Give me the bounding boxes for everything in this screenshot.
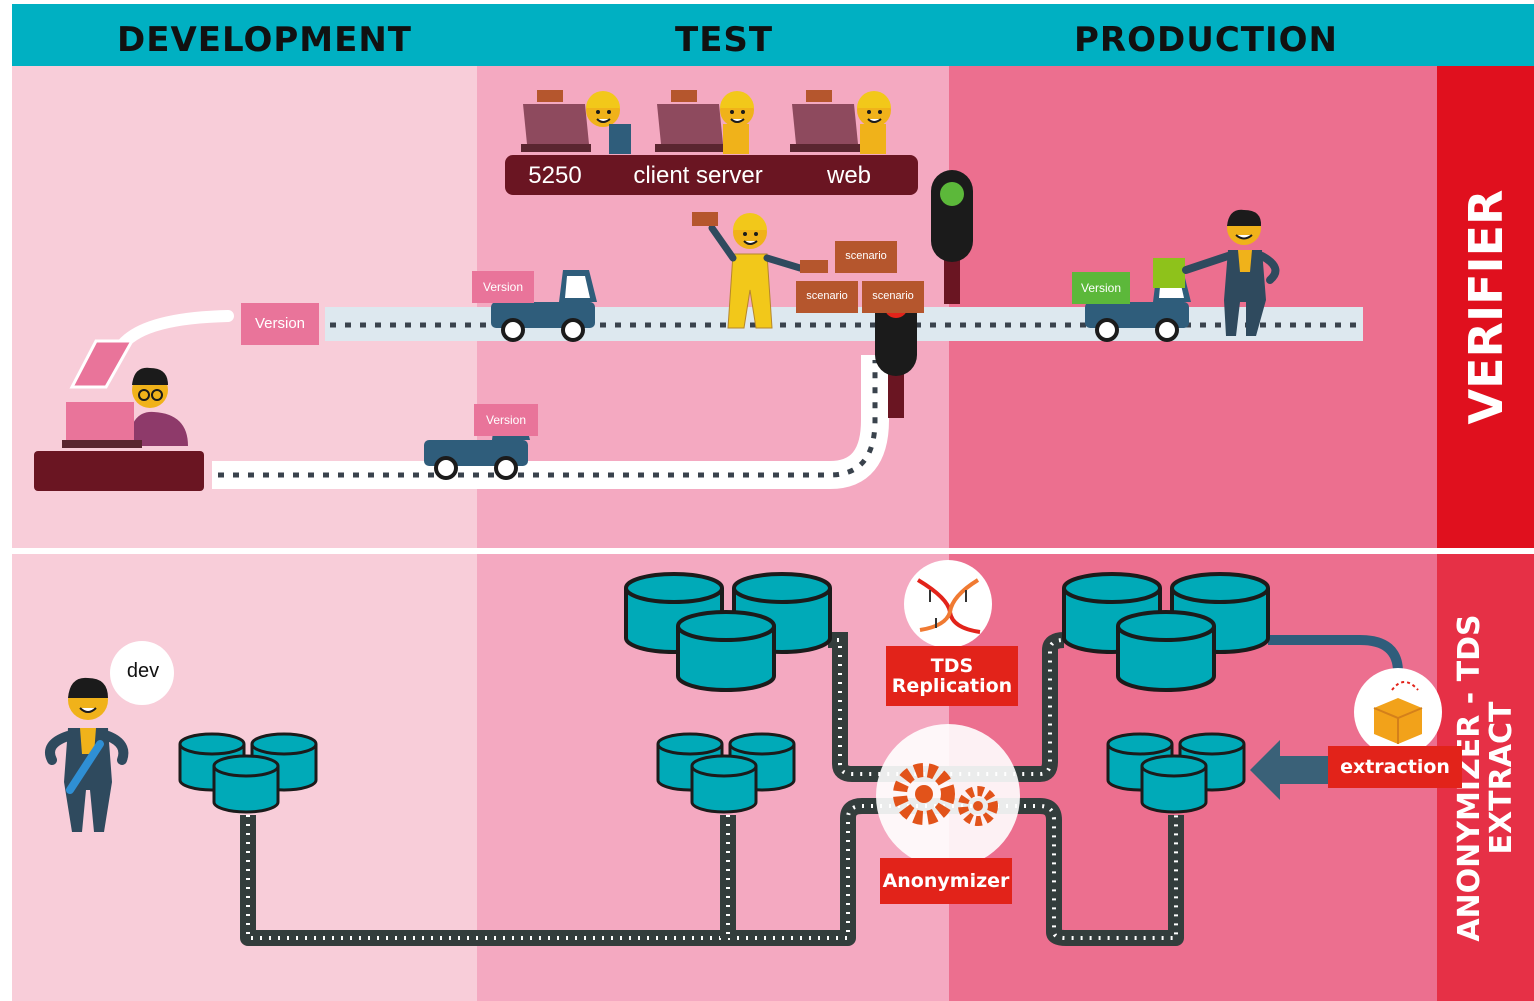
green-package: [1153, 258, 1185, 288]
platform-label-client-server: client server: [633, 162, 763, 189]
platform-label-5250: 5250: [528, 162, 582, 189]
dev-db-cluster: [178, 732, 318, 814]
prod-db-cluster-test: [624, 572, 832, 692]
phase-production-title: PRODUCTION: [1074, 20, 1338, 60]
phase-development-title: DEVELOPMENT: [117, 20, 412, 60]
extraction-label: extraction: [1328, 746, 1462, 788]
platform-label-web: web: [826, 162, 872, 189]
prod-db-cluster-prod: [1062, 572, 1270, 692]
scenario-box-left: scenario: [796, 281, 858, 313]
version-tag-prod: Version: [1072, 272, 1130, 304]
scenario-box-right: scenario: [862, 281, 924, 313]
dev-bubble: [110, 641, 174, 705]
phase-test-title: TEST: [675, 20, 774, 60]
prod-small-db-cluster: [1106, 732, 1246, 814]
version-tag-lower: Version: [474, 404, 538, 436]
dna-icon: [904, 560, 992, 648]
data-pipes: [240, 632, 1403, 946]
test-worker: [692, 212, 828, 329]
tester-client-server: [655, 90, 755, 154]
dev-character: [45, 677, 129, 832]
version-tag-dev: Version: [241, 303, 319, 345]
laptop-cable: [114, 310, 234, 354]
platform-labels: 5250 client server web: [505, 160, 918, 192]
lower-road: [212, 355, 889, 489]
phase-header-bar: [12, 4, 1534, 66]
developer-desk: [34, 339, 204, 491]
traffic-light-green: [931, 170, 973, 304]
version-tag-test: Version: [472, 271, 534, 303]
verifier-side-label: VERIFIER: [1437, 66, 1534, 548]
tester-5250: [521, 90, 631, 154]
platform-bench: [505, 155, 918, 195]
scenario-box-top: scenario: [835, 241, 897, 273]
lower-road-dots: [218, 360, 878, 478]
dev-bubble-label: dev: [126, 660, 160, 682]
test-db-cluster: [656, 732, 796, 814]
box-icon: [1354, 668, 1442, 756]
tester-web: [790, 90, 892, 154]
prod-worker: [1182, 209, 1280, 336]
tds-label-line2: Replication: [891, 675, 1013, 697]
tds-label-line1: TDS: [930, 655, 974, 677]
tds-replication-label: TDS Replication: [886, 646, 1018, 706]
gears-icon: [876, 724, 1020, 868]
anonymizer-label: Anonymizer: [880, 858, 1012, 904]
